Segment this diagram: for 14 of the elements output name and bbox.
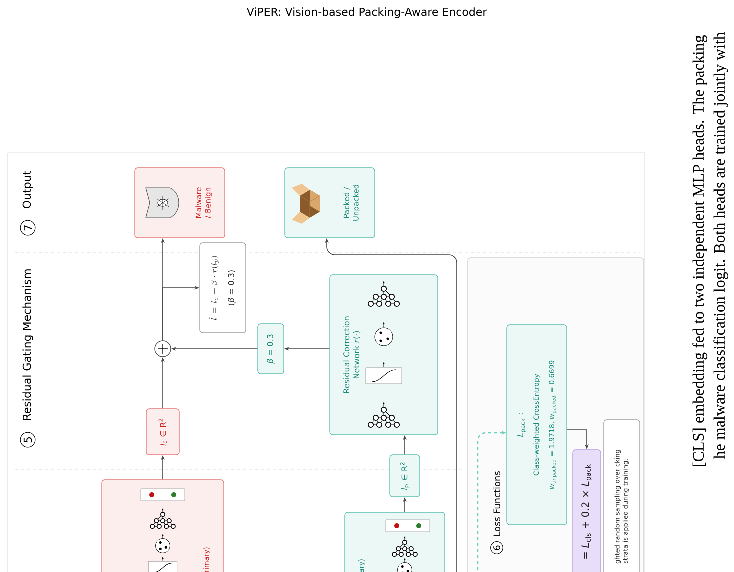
step-number: 6 <box>490 542 504 554</box>
section-heading: Output <box>22 171 34 208</box>
caption-line: [CLS] embedding fed to two independent MLP heads. The packing <box>692 35 708 466</box>
total-loss-box: = L$_{cls}$ + 0.2 × L$_{pack}$ <box>572 450 602 572</box>
step-number: 5 <box>20 432 36 448</box>
sum-circle <box>154 340 172 358</box>
page-header: ViPER: Vision-based Packing-Aware Encoder <box>246 8 488 18</box>
formula-box: $\hat{l} = l_c + \beta \cdot r(l_p)$ (β = 0.3) <box>200 242 246 334</box>
step-number: 7 <box>20 220 36 236</box>
caption-line: he malware classification logit. Both heads are trained jointly with <box>714 32 728 460</box>
logit-box: l$_{p}$ ∈ R$^{2}$ <box>390 454 420 498</box>
section-heading: Residual Gating Mechanism <box>22 270 34 420</box>
weight-box: β = 0.3 <box>258 324 284 374</box>
logit-box: l$_{c}$ ∈ R$^{2}$ <box>146 408 180 456</box>
